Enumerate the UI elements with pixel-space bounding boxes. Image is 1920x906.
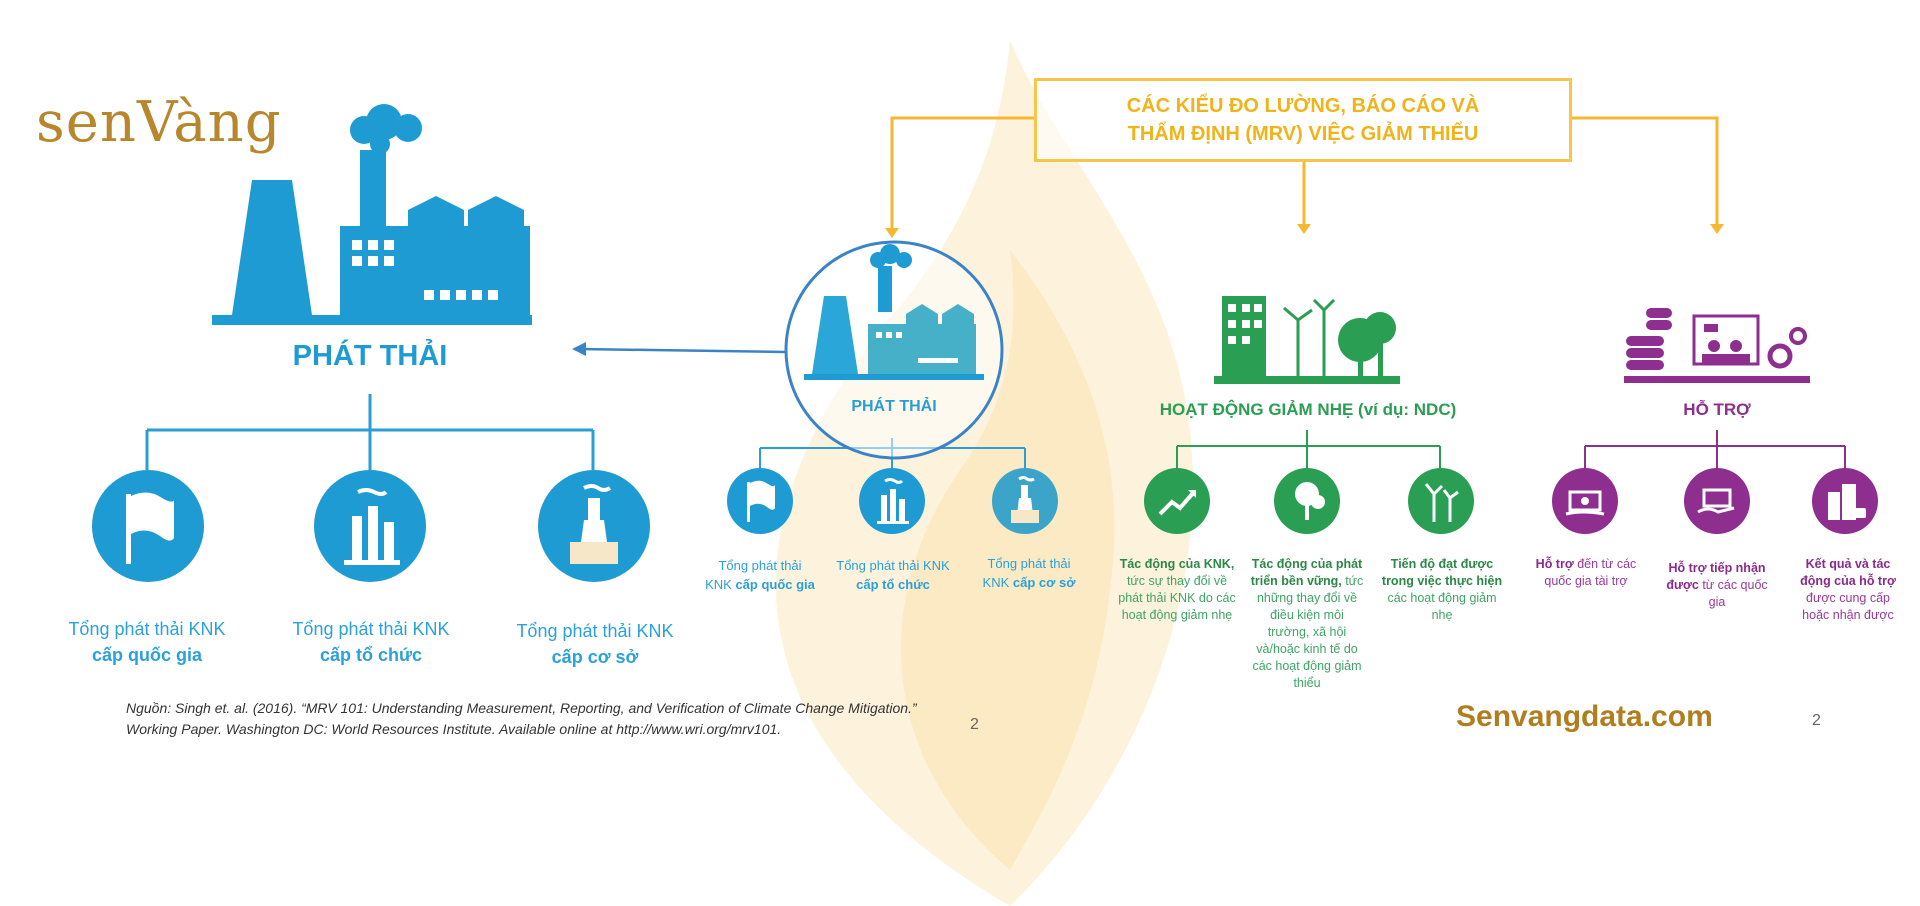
donor-support-icon xyxy=(1552,468,1618,534)
source-citation: Nguồn: Singh et. al. (2016). “MRV 101: U… xyxy=(126,698,1106,740)
senvang-logo: senVàng xyxy=(36,90,282,155)
left-emissions-title: PHÁT THẢI xyxy=(292,340,448,372)
mitigation-city-icon xyxy=(1214,296,1400,384)
emissions-item-1-line1: Tổng phát thải xyxy=(718,558,802,573)
support-item-1-text: đến từ các quốc gia tài trợ xyxy=(1544,557,1637,588)
emissions-item-3-line1: Tổng phát thải xyxy=(987,556,1071,571)
mitigation-item-2-bold: Tác động của phát triển bền vững, xyxy=(1250,557,1363,588)
support-icon xyxy=(1624,308,1810,383)
factory-icon xyxy=(212,104,532,325)
support-item-3-text: được cung cấp hoặc nhận được xyxy=(1802,591,1894,622)
emissions-item-3-prefix: KNK xyxy=(982,575,1013,590)
left-item-3-line1: Tổng phát thải KNK xyxy=(516,621,674,641)
left-item-1-line1: Tổng phát thải KNK xyxy=(68,619,226,639)
mrv-types-box: CÁC KIỂU ĐO LƯỜNG, BÁO CÁO VÀ THẨM ĐỊNH … xyxy=(1034,78,1572,162)
mitigation-item-3-bold: Tiến độ đạt được trong việc thực hiện xyxy=(1381,557,1503,588)
support-item-2-bold: Hỗ trợ tiếp nhận được xyxy=(1666,561,1766,592)
support-item-1-bold: Hỗ trợ xyxy=(1535,557,1574,571)
facility-icon xyxy=(538,470,650,582)
facility-icon-small xyxy=(992,468,1058,534)
left-item-3-line2: cấp cơ sở xyxy=(551,647,639,667)
support-item-2-text: từ các quốc gia xyxy=(1698,578,1768,609)
emissions-item-2-line1: Tổng phát thải KNK xyxy=(836,558,950,573)
emissions-title: PHÁT THẢI xyxy=(851,398,937,415)
source-line1: Nguồn: Singh et. al. (2016). “MRV 101: U… xyxy=(126,700,917,716)
mitigation-item-2: Tác động của phát triển bền vững, tức nh… xyxy=(1248,556,1366,692)
support-item-3: Kết quả và tác động của hỗ trợ được cung… xyxy=(1796,556,1900,624)
left-item-2-line1: Tổng phát thải KNK xyxy=(292,619,450,639)
flag-icon xyxy=(92,470,204,582)
wind-turbine-icon xyxy=(1408,468,1474,534)
tree-icon xyxy=(1274,468,1340,534)
support-item-3-bold: Kết quả và tác động của hỗ trợ xyxy=(1800,557,1896,588)
left-item-1-line2: cấp quốc gia xyxy=(91,645,203,665)
mitigation-item-3-text: các hoạt động giảm nhẹ xyxy=(1387,591,1497,622)
emissions-item-1-bold: cấp quốc gia xyxy=(735,577,815,592)
mitigation-title: HOẠT ĐỘNG GIẢM NHẸ (ví dụ: NDC) xyxy=(1159,400,1457,419)
mitigation-item-2-text: tức những thay đổi về điều kiện môi trườ… xyxy=(1252,574,1364,690)
mitigation-item-1: Tác động của KNK, tức sự thay đổi về phá… xyxy=(1118,556,1236,624)
mitigation-item-3: Tiến độ đạt được trong việc thực hiện cá… xyxy=(1380,556,1504,624)
mitigation-item-1-text: tức sự thay đổi về phát thải KNK do các … xyxy=(1118,574,1236,622)
received-support-icon xyxy=(1684,468,1750,534)
support-item-2: Hỗ trợ tiếp nhận được từ các quốc gia xyxy=(1664,560,1770,611)
support-item-1: Hỗ trợ đến từ các quốc gia tài trợ xyxy=(1530,556,1642,590)
emissions-item-3-bold: cấp cơ sở xyxy=(1012,575,1076,590)
support-title: HỖ TRỢ xyxy=(1683,400,1751,419)
growth-chart-icon xyxy=(1144,468,1210,534)
mitigation-item-1-bold: Tác động của KNK, xyxy=(1119,557,1235,571)
source-line2: Working Paper. Washington DC: World Reso… xyxy=(126,721,782,737)
chimneys-icon xyxy=(314,470,426,582)
emissions-item-2-bold: cấp tổ chức xyxy=(856,577,930,592)
inner-page-number: 2 xyxy=(970,716,979,733)
results-city-icon xyxy=(1812,468,1878,534)
emissions-item-1-prefix: KNK xyxy=(705,577,736,592)
chimneys-icon-small xyxy=(859,468,925,534)
page-number: 2 xyxy=(1812,712,1821,729)
flag-icon-small xyxy=(727,468,793,534)
mrv-title-line2: THẨM ĐỊNH (MRV) VIỆC GIẢM THIỂU xyxy=(1127,123,1479,145)
mrv-title-line1: CÁC KIỂU ĐO LƯỜNG, BÁO CÁO VÀ xyxy=(1126,95,1480,117)
emissions-circle-icon xyxy=(784,240,1004,460)
brand-text: Senvangdata.com xyxy=(1456,700,1713,733)
left-item-2-line2: cấp tổ chức xyxy=(319,645,423,665)
